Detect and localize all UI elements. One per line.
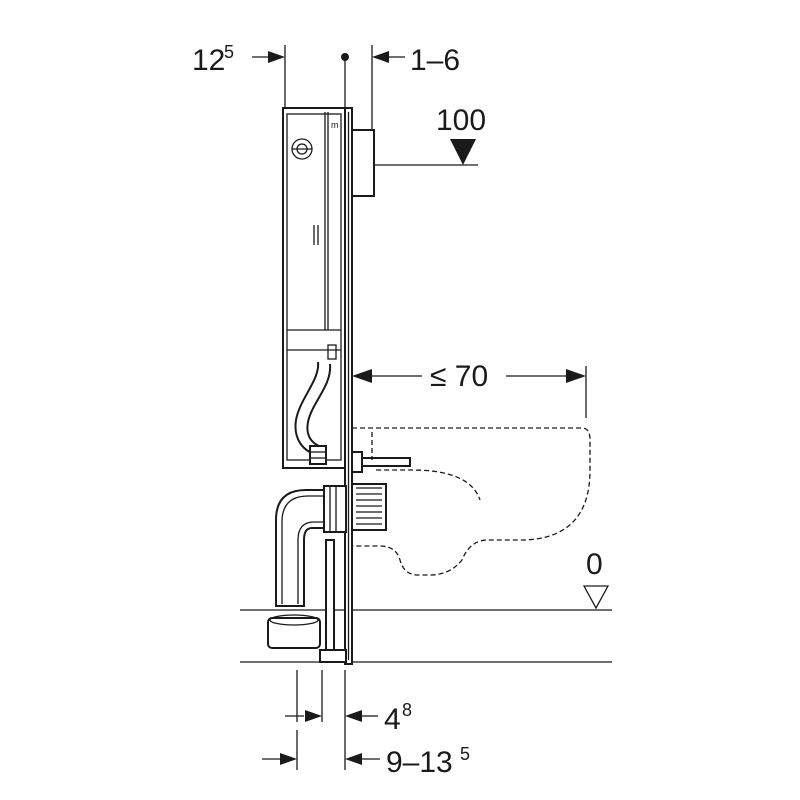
flush-pipe bbox=[294, 361, 332, 465]
label-offset-top-right: 1–6 bbox=[410, 44, 460, 77]
dimension-wall-depth: 9–13 5 bbox=[262, 730, 470, 779]
dimension-offset-top-right: 1–6 bbox=[341, 44, 460, 130]
label-bottom-gap-sup: 8 bbox=[402, 700, 412, 720]
label-width-top-left: 12 bbox=[192, 44, 225, 77]
label-projection: ≤ 70 bbox=[430, 360, 488, 393]
dimension-flush-height: 100 bbox=[374, 104, 486, 166]
dimension-width-top-left: 12 5 bbox=[192, 42, 286, 108]
drain-connector bbox=[351, 483, 387, 531]
label-floor-level: 0 bbox=[586, 548, 603, 581]
label-flush-height: 100 bbox=[436, 104, 486, 137]
label-bottom-gap: 4 bbox=[384, 703, 401, 736]
label-width-top-left-sup: 5 bbox=[224, 42, 234, 62]
label-wall-depth: 9–13 bbox=[386, 746, 453, 779]
frame-post bbox=[344, 107, 375, 665]
svg-text:m: m bbox=[331, 120, 339, 130]
floor-level-marker: 0 bbox=[582, 548, 610, 610]
wc-bowl-outline bbox=[352, 427, 591, 576]
drain-elbow bbox=[267, 485, 347, 649]
mounting-bolt bbox=[351, 451, 411, 473]
dimension-projection: ≤ 70 bbox=[352, 360, 587, 418]
cistern-frame: m bbox=[282, 107, 346, 469]
label-wall-depth-sup: 5 bbox=[460, 744, 470, 764]
floor-lines bbox=[240, 609, 612, 663]
support-foot bbox=[319, 539, 347, 663]
dimension-bottom-gap: 4 8 bbox=[285, 670, 412, 770]
